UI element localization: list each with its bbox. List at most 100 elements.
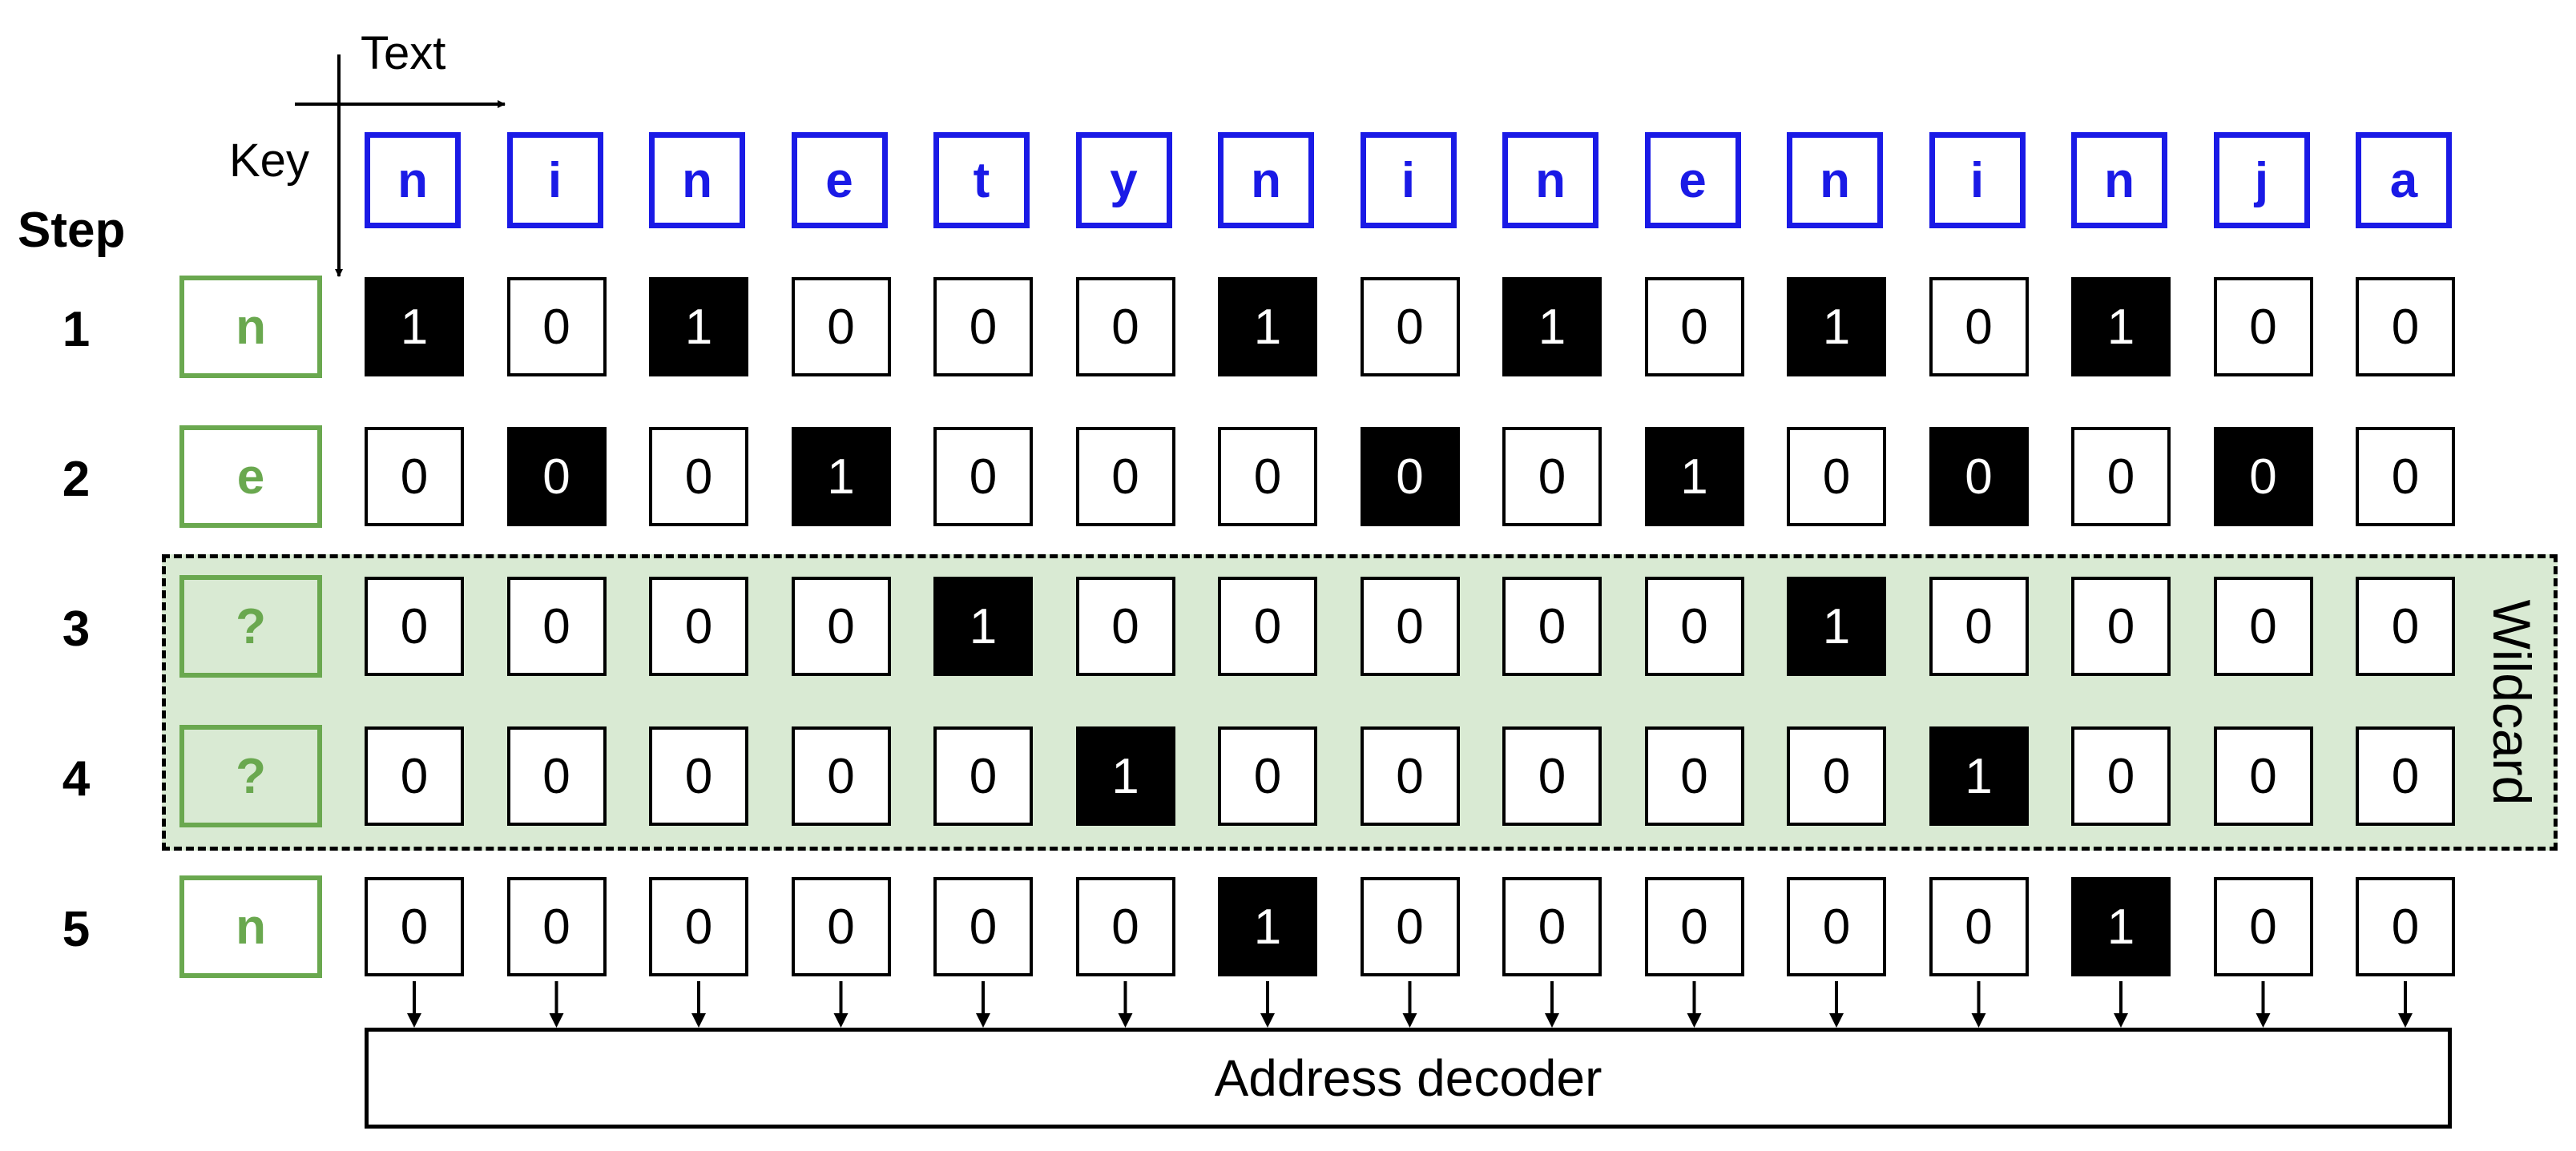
step-number: 2 [62,452,91,507]
match-bit-cell: 0 [1929,577,2029,676]
match-bit-cell: 0 [1360,277,1460,376]
text-char-cell: e [791,132,888,228]
text-char-cell: y [1075,132,1172,228]
match-bit-cell: 1 [1787,277,1886,376]
match-bit-cell: 0 [506,726,607,826]
decoder-arrow-head [1687,1013,1702,1028]
decoder-arrow-head [1402,1013,1417,1028]
match-bit-cell: 0 [1502,877,1602,976]
decoder-arrow-head [407,1013,421,1028]
match-bit-cell: 0 [2213,877,2313,976]
match-bit-cell: 1 [1502,277,1602,376]
step-number: 5 [62,902,91,957]
text-char-cell: e [1644,132,1741,228]
key-char-cell: ? [179,725,322,827]
match-bit-cell: 1 [365,277,464,376]
match-bit-cell: 0 [791,877,891,976]
match-bit-cell: 0 [1075,577,1175,676]
match-bit-cell: 0 [1502,577,1602,676]
text-char-cell: n [1787,132,1883,228]
match-bit-cell: 0 [506,577,607,676]
match-bit-cell: 0 [365,877,464,976]
match-bit-cell: 0 [2213,726,2313,826]
match-bit-cell: 0 [1218,577,1317,676]
match-bit-cell: 0 [1644,277,1744,376]
match-bit-cell: 1 [1787,577,1886,676]
match-bit-cell: 0 [1075,277,1175,376]
match-bit-cell: 0 [2356,577,2455,676]
text-char-cell: n [365,132,461,228]
match-bit-cell: 0 [1360,877,1460,976]
text-char-cell: n [1218,132,1314,228]
match-bit-cell: 0 [1644,726,1744,826]
match-bit-cell: 0 [649,577,748,676]
match-bit-cell: 0 [791,726,891,826]
match-bit-cell: 0 [1360,427,1460,526]
match-bit-cell: 1 [933,577,1033,676]
match-bit-cell: 0 [1644,577,1744,676]
key-char-cell: n [179,276,322,378]
text-char-cell: a [2356,132,2452,228]
step-number: 3 [62,602,91,657]
match-bit-cell: 0 [2356,726,2455,826]
decoder-arrow-head [1260,1013,1275,1028]
match-bit-cell: 0 [1929,877,2029,976]
match-bit-cell: 1 [1218,277,1317,376]
match-bit-cell: 0 [933,726,1033,826]
match-bit-cell: 0 [1075,877,1175,976]
text-char-cell: i [506,132,603,228]
text-char-cell: i [1360,132,1457,228]
match-bit-cell: 0 [933,877,1033,976]
text-char-cell: n [1502,132,1598,228]
match-bit-cell: 0 [2071,726,2171,826]
match-bit-cell: 0 [2071,427,2171,526]
match-bit-cell: 0 [1644,877,1744,976]
match-bit-cell: 1 [1644,427,1744,526]
text-char-cell: n [649,132,745,228]
match-bit-cell: 0 [506,427,607,526]
match-bit-cell: 0 [649,726,748,826]
match-bit-cell: 0 [1360,726,1460,826]
match-bit-cell: 0 [365,726,464,826]
match-bit-cell: 0 [1218,427,1317,526]
match-bit-cell: 0 [1218,726,1317,826]
text-axis-label: Text [361,27,446,79]
match-bit-cell: 0 [365,577,464,676]
step-header: Step [18,203,126,258]
match-bit-cell: 0 [506,277,607,376]
match-bit-cell: 0 [2071,577,2171,676]
wildcard-label: Wildcard [2482,599,2542,806]
match-bit-cell: 0 [2356,277,2455,376]
step-number: 4 [62,751,91,807]
match-bit-cell: 0 [1360,577,1460,676]
match-bit-cell: 0 [649,877,748,976]
match-bit-cell: 0 [1929,427,2029,526]
text-char-cell: t [933,132,1030,228]
decoder-arrow-head [2114,1013,2128,1028]
match-bit-cell: 0 [791,577,891,676]
match-bit-cell: 0 [1787,427,1886,526]
match-bit-cell: 1 [1929,726,2029,826]
match-bit-cell: 0 [649,427,748,526]
decoder-arrow-head [691,1013,706,1028]
decoder-arrow-head [833,1013,849,1028]
match-bit-cell: 0 [1787,726,1886,826]
decoder-arrow-head [976,1013,990,1028]
match-bit-cell: 0 [365,427,464,526]
text-char-cell: i [1929,132,2026,228]
match-bit-cell: 0 [1502,427,1602,526]
match-bit-cell: 0 [1787,877,1886,976]
address-decoder: Address decoder [365,1028,2452,1129]
decoder-arrow-head [549,1013,564,1028]
match-bit-cell: 0 [933,277,1033,376]
text-char-cell: n [2071,132,2167,228]
key-axis-label: Key [229,135,309,187]
match-bit-cell: 0 [791,277,891,376]
match-bit-cell: 0 [2213,277,2313,376]
match-bit-cell: 1 [649,277,748,376]
decoder-arrow-head [1971,1013,1986,1028]
decoder-arrow-head [1118,1013,1133,1028]
step-number: 1 [62,302,91,357]
decoder-arrow-head [2398,1013,2413,1028]
match-bit-cell: 1 [1075,726,1175,826]
